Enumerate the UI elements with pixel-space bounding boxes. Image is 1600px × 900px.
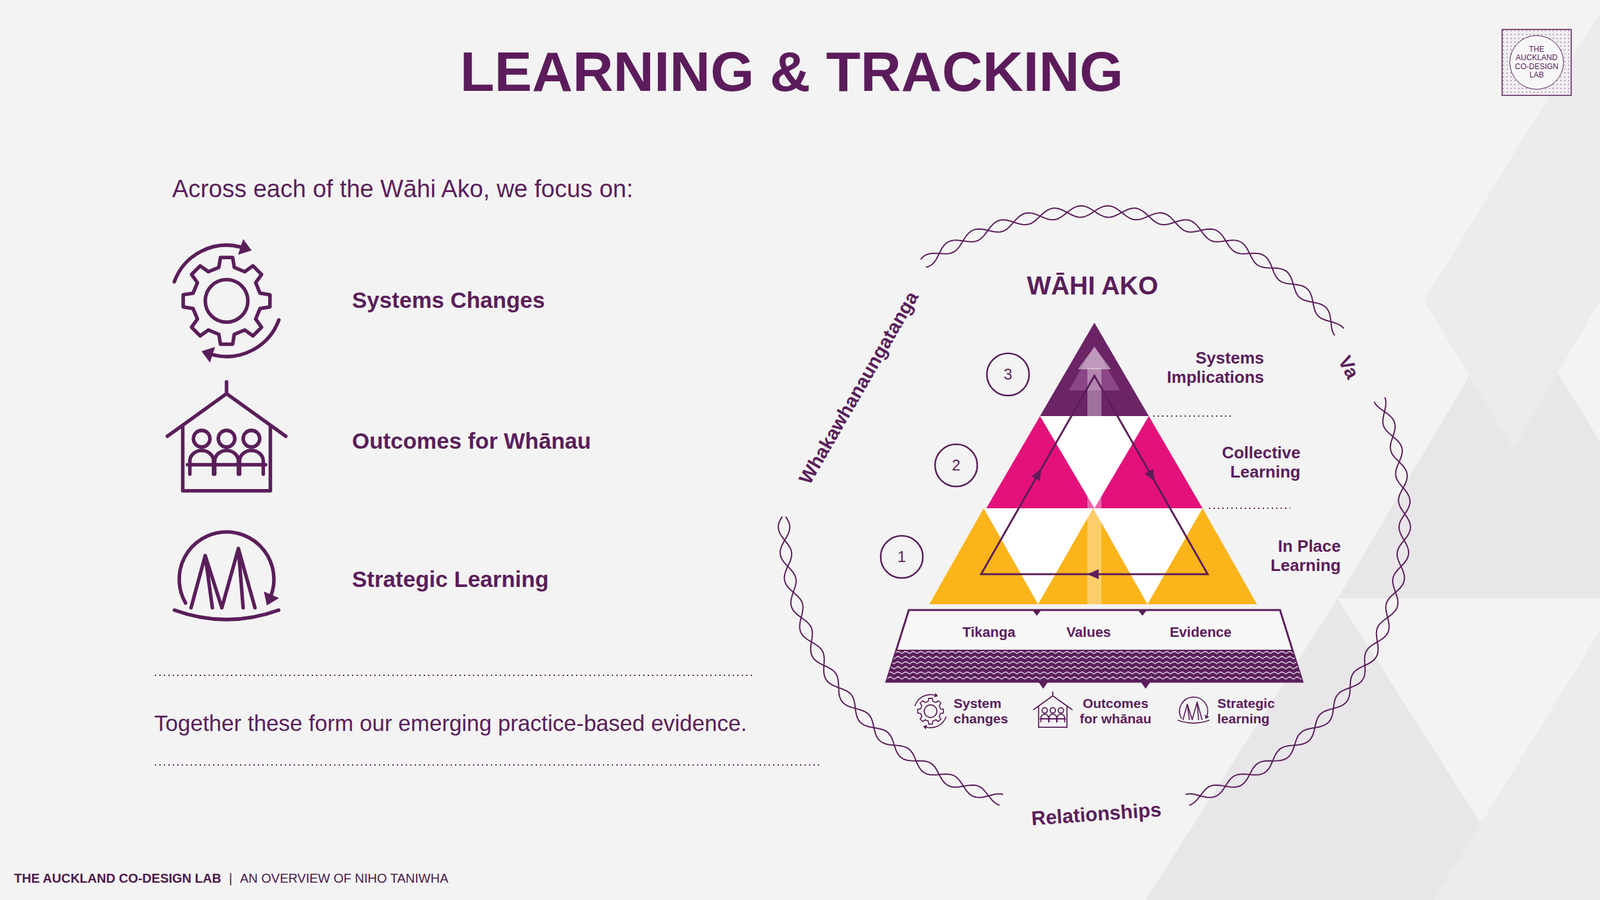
focus-item: Systems Changes xyxy=(352,287,546,313)
foundation-band: Tikanga Values Evidence xyxy=(886,609,1303,682)
tier-label: In Place Learning xyxy=(1244,536,1341,576)
ring-label: Whakawhanaungatanga xyxy=(792,284,926,492)
gear-icon xyxy=(915,692,947,729)
ring-label: Relationships xyxy=(1026,798,1166,831)
house-icon xyxy=(1033,691,1072,728)
callout-number-text: 2 xyxy=(951,456,960,475)
dotted-rule xyxy=(1153,415,1233,417)
ring-strand xyxy=(780,205,1411,806)
footer-separator: | xyxy=(229,871,233,886)
background-triangles xyxy=(1145,12,1600,900)
house-icon xyxy=(167,382,287,491)
logo-badge: THE AUCKLAND CO-DESIGN LAB xyxy=(1501,28,1572,96)
ring-label: Va xyxy=(1331,348,1366,386)
key-label: Strategic learning xyxy=(1217,695,1289,727)
relationship-ring xyxy=(778,205,1411,806)
tier-label: Collective Learning xyxy=(1188,443,1301,482)
band-shape xyxy=(886,609,1303,682)
background-triangle xyxy=(1424,12,1600,301)
logo-text: THE AUCKLAND CO-DESIGN LAB xyxy=(1513,45,1560,80)
callout-number: 3 xyxy=(985,352,1031,397)
key-label: System changes xyxy=(953,695,1026,727)
background-triangle xyxy=(1337,300,1600,599)
key-label: Outcomes for whānau xyxy=(1076,695,1155,727)
foundation-label: Tikanga xyxy=(962,624,1016,641)
footer-text: AN OVERVIEW OF NIHO TANIWHA xyxy=(240,871,449,886)
footer-text: THE AUCKLAND CO-DESIGN LAB xyxy=(14,871,222,886)
ring-strand xyxy=(778,205,1410,806)
dotted-rule xyxy=(1208,507,1291,509)
foundation-label: Values xyxy=(1066,624,1112,641)
callout-number-text: 1 xyxy=(897,547,906,566)
background-triangle xyxy=(1424,300,1600,448)
callout-number: 1 xyxy=(879,534,925,580)
dotted-rule xyxy=(154,674,756,676)
intro-text: Across each of the Wāhi Ako, we focus on… xyxy=(172,175,633,204)
dotted-rule xyxy=(154,764,820,766)
background-triangle xyxy=(1433,630,1600,900)
gear-icon xyxy=(174,238,279,363)
foundation-label: Evidence xyxy=(1169,624,1232,641)
strategic-icon xyxy=(174,531,280,620)
summary-text: Together these form our emerging practic… xyxy=(154,710,747,736)
focus-item: Outcomes for Whānau xyxy=(352,428,591,454)
slide-title: LEARNING & TRACKING xyxy=(460,39,1124,104)
callout-number: 2 xyxy=(933,442,979,488)
focus-item: Strategic Learning xyxy=(352,566,549,592)
strategic-icon xyxy=(1178,696,1210,724)
tier-label: Systems Implications xyxy=(1136,348,1264,388)
callout-number-text: 3 xyxy=(1003,365,1012,384)
diagram-heading: WĀHI AKO xyxy=(1026,270,1158,301)
